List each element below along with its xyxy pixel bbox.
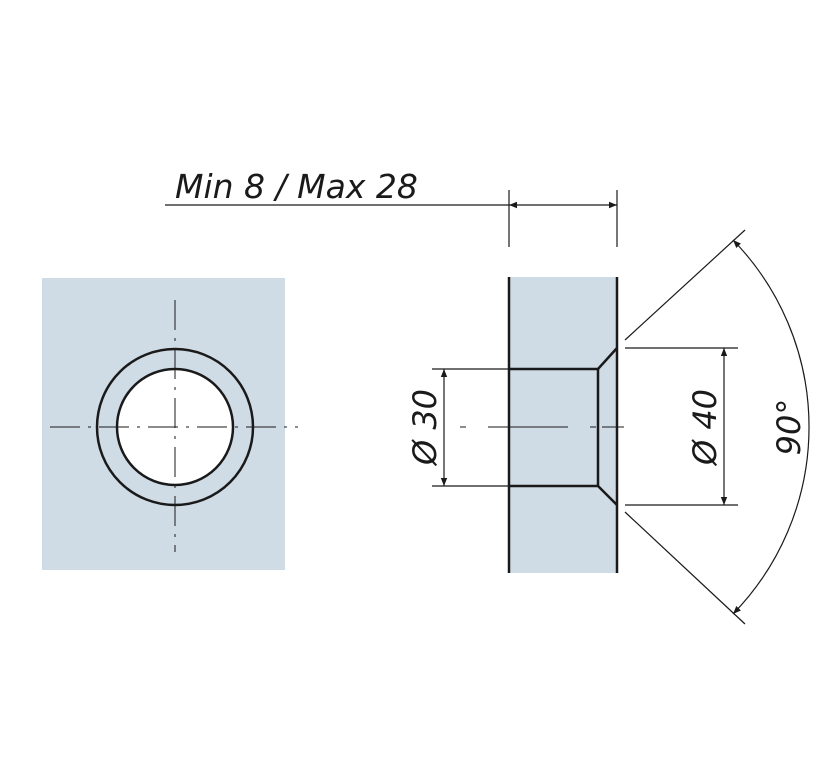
thickness-label: Min 8 / Max 28 [175,167,418,206]
countersink-diameter-label: Ø 40 [686,389,724,467]
thickness-dimension: Min 8 / Max 28 [165,167,618,247]
plate-section [509,277,617,573]
countersink-diameter-dimension: Ø 40 [625,347,738,506]
hole-diameter-label: Ø 30 [406,389,444,467]
hole-diameter-dimension: Ø 30 [406,368,509,487]
countersink-angle-label: 90° [770,399,808,456]
section-view [460,277,650,573]
front-view [42,278,298,570]
countersink-angle-dimension: 90° [624,229,810,625]
